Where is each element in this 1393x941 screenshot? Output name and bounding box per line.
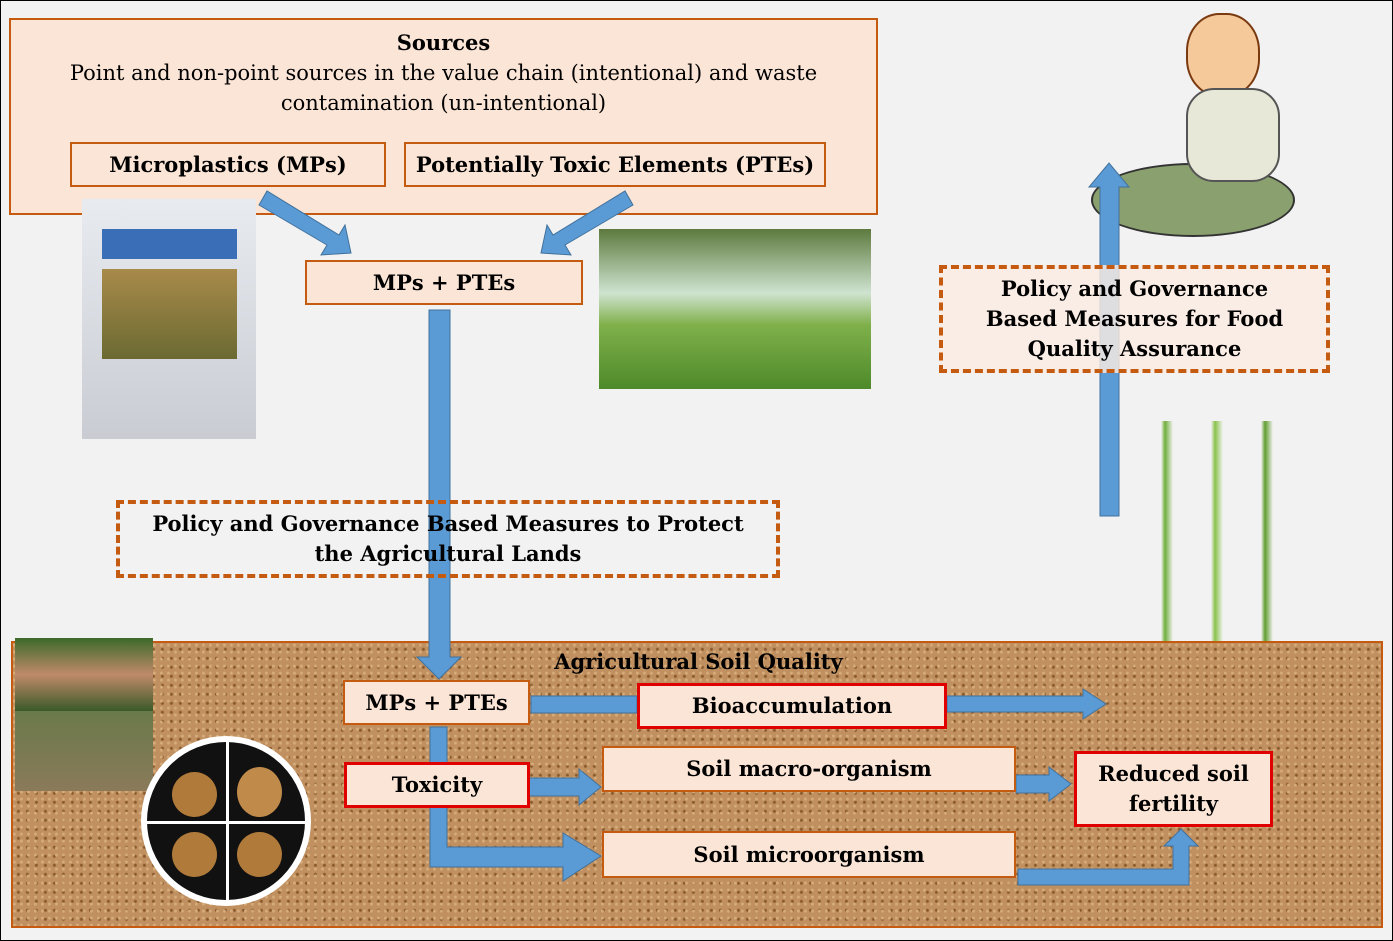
arrow-bioacc-to-plant xyxy=(946,688,1107,720)
reduced-fertility-box: Reduced soil fertility xyxy=(1074,751,1273,827)
combined-top-box: MPs + PTEs xyxy=(305,260,583,305)
macro-organism-box: Soil macro-organism xyxy=(602,746,1016,792)
ptes-box: Potentially Toxic Elements (PTEs) xyxy=(404,142,826,187)
arrow-mps-to-combined xyxy=(258,190,352,256)
microscope-seeds-image xyxy=(141,736,311,906)
child-eating-image xyxy=(1091,13,1311,237)
pesticide-spraying-image xyxy=(599,229,871,389)
fertilizer-bag-image xyxy=(82,199,256,439)
arrow-combined-to-bioacc xyxy=(530,695,638,714)
sources-title: Sources xyxy=(396,30,491,55)
field-residue-image xyxy=(15,711,153,791)
arrow-toxicity-to-macro xyxy=(528,767,602,807)
microplastics-box: Microplastics (MPs) xyxy=(70,142,386,187)
soil-title: Agricultural Soil Quality xyxy=(554,649,843,674)
policy-food-box: Policy and Governance Based Measures for… xyxy=(939,265,1330,373)
arrow-macro-to-fertility xyxy=(1015,765,1072,803)
toxicity-box: Toxicity xyxy=(344,762,530,808)
arrow-micro-to-fertility xyxy=(1017,828,1200,886)
policy-land-box: Policy and Governance Based Measures to … xyxy=(116,500,780,578)
sources-text: Point and non-point sources in the value… xyxy=(69,61,818,115)
bioaccumulation-box: Bioaccumulation xyxy=(637,683,947,729)
arrow-combined-to-soil xyxy=(415,309,463,680)
microorganism-box: Soil microorganism xyxy=(602,831,1016,878)
hand-seeds-image xyxy=(15,638,153,711)
soil-combined-box: MPs + PTEs xyxy=(343,680,530,725)
arrow-ptes-to-combined xyxy=(540,190,634,256)
